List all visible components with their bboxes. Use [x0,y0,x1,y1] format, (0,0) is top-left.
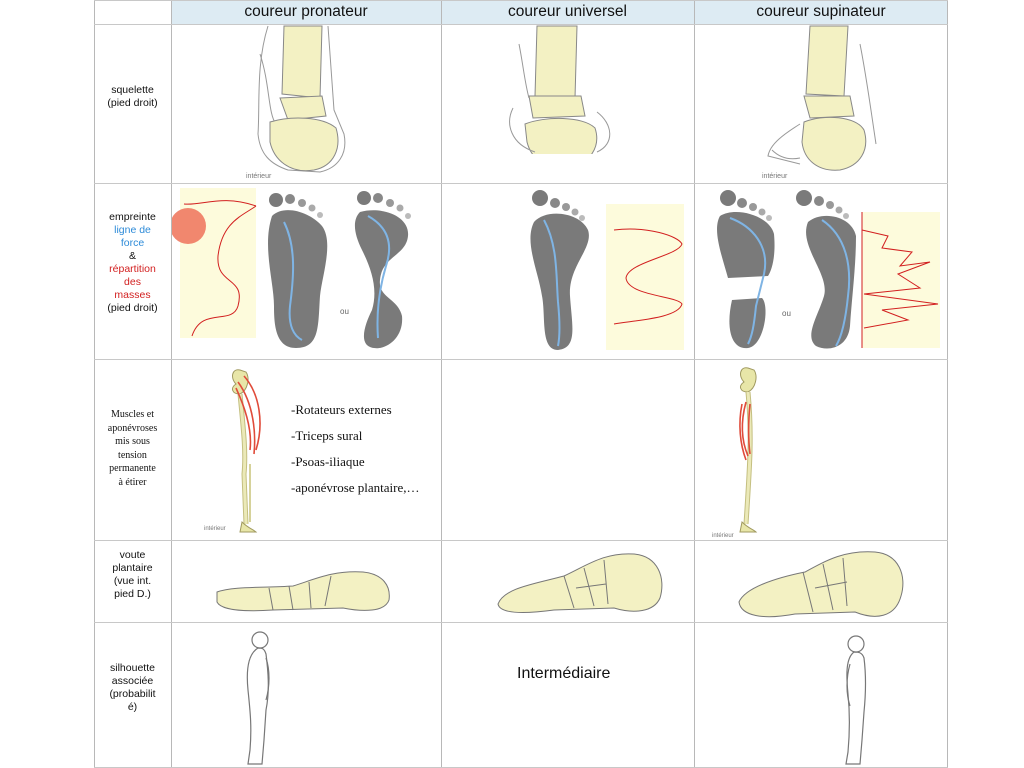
muscle-item: -Triceps sural [291,428,363,443]
grid-line [694,0,695,768]
caption-ou: ou [782,309,791,318]
silhouette-supinateur-illustration [845,635,867,765]
grid-line [94,0,948,1]
grid-line [94,622,948,623]
column-header-supinateur: coureur supinateur [756,3,886,20]
skeleton-pronateur-illustration: intérieur [246,25,346,180]
footprint-shape [354,210,409,349]
footprint-universel-illustration [530,190,684,350]
intermediaire-label: Intermédiaire [517,665,611,682]
muscle-item: -Rotateurs externes [291,402,392,417]
footprint-shape [268,210,328,348]
footprint-shape [729,298,766,349]
mass-distribution-chart [862,212,940,348]
row-label-voute: voute plantaire (vue int. pied D.) [112,549,153,600]
plantar-arch-pronateur-illustration [216,571,390,612]
muscle-list: -Rotateurs externes -Triceps sural -Psoa… [291,397,420,501]
plantar-arch-supinateur-illustration [738,551,904,618]
grid-line [947,0,948,768]
mass-distribution-chart [606,204,684,350]
caption-interieur: intérieur [762,173,788,180]
leg-muscles-pronateur-illustration: intérieur [204,369,261,533]
leg-muscles-supinateur-illustration: intérieur [712,367,758,539]
row-label-empreinte: empreinte ligne de force & répartition d… [107,211,158,314]
skeleton-supinateur-illustration: intérieur [762,25,877,180]
footprint-pronateur-illustration: ou [172,188,411,349]
grid-line [94,183,948,184]
grid-line [94,0,95,768]
row-label-muscles: Muscles et aponévroses mis sous tension … [107,409,158,488]
grid-line [441,0,442,768]
column-header-pronateur: coureur pronateur [244,3,368,20]
column-header-universel: coureur universel [508,3,627,20]
pressure-hotspot [172,208,206,244]
caption-interieur: intérieur [712,533,734,539]
footprint-shape [530,213,589,350]
muscle-item: -Psoas-iliaque [291,454,365,469]
silhouette-pronateur-illustration [246,631,270,765]
caption-ou: ou [340,307,349,316]
caption-interieur: intérieur [204,526,226,532]
comparison-table: coureur pronateur coureur universel cour… [94,0,948,768]
footprint-supinateur-illustration: ou [717,190,940,349]
row-label-squelette: squelette (pied droit) [107,84,158,109]
grid-line [94,359,948,360]
plantar-arch-universel-illustration [497,553,663,613]
skeleton-universel-illustration [509,25,611,154]
footprint-shape [717,212,775,278]
header-row-background [171,0,948,24]
grid-line [94,540,948,541]
grid-line [94,24,948,25]
row-label-silhouette: silhouette associée (probabilit é) [109,662,156,713]
caption-interieur: intérieur [246,173,272,180]
muscle-item: -aponévrose plantaire,… [291,480,420,495]
grid-line [171,0,172,768]
